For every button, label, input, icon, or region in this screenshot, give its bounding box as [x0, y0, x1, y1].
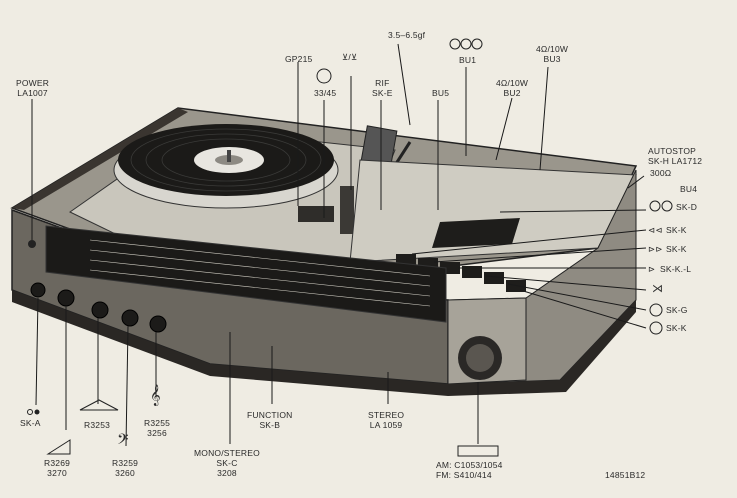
skd-label: SK-D [676, 202, 698, 212]
cabinet-base [12, 290, 636, 396]
bass-clef-icon: 𝄢 [117, 431, 129, 451]
ohm300-label: 300Ω [650, 168, 672, 178]
sk-k-ff-label: SK-K [666, 244, 687, 254]
sk-k-rec-label: SK-K [666, 323, 687, 333]
band-switch-icon [457, 445, 499, 457]
cassette-window [432, 218, 520, 248]
scale-markings [89, 239, 431, 307]
stop-icon: ⋊ [652, 283, 664, 295]
power-button [28, 240, 36, 248]
leader-lines [31, 43, 647, 447]
volume-wedge-icon [46, 439, 71, 455]
rewind-icon: ⊲⊲ [648, 225, 663, 235]
balance-icon [79, 399, 119, 411]
treble-clef-icon: 𝄞 [150, 385, 161, 405]
tuning-scale [45, 225, 447, 323]
record-icon [649, 303, 663, 317]
play-icon: ⊳ [648, 264, 656, 274]
sk-kl-label: SK-K.-L [660, 264, 692, 274]
sk-k-rewind-label: SK-K [666, 225, 687, 235]
tape-reel-icon-2 [649, 200, 661, 212]
front-knobs [30, 282, 167, 333]
power-dot-icon [27, 409, 33, 415]
fast-forward-icon: ⊳⊳ [648, 244, 663, 254]
r3253-label: R3253 [84, 420, 111, 430]
skg-label: SK-G [666, 305, 688, 315]
spindle [227, 150, 231, 162]
speed-label: 33/45 [314, 88, 337, 98]
figure-number: 14851B12 [605, 470, 646, 480]
bu1-label: BU1 [459, 55, 477, 65]
arm-lift [340, 186, 354, 234]
ska-label: SK-A [20, 418, 41, 428]
tape-reel-icon [449, 38, 461, 50]
force-label: 3.5–6.5gf [388, 30, 426, 40]
cartridge-head [298, 206, 334, 222]
pause-icon [649, 321, 663, 335]
gp215-label: GP215 [285, 54, 313, 64]
bu5-label: BU5 [432, 88, 450, 98]
speed-symbol-icon [316, 68, 332, 84]
lift-symbol-icon: ⊻/⊻ [342, 52, 358, 62]
bu4-label: BU4 [680, 184, 698, 194]
